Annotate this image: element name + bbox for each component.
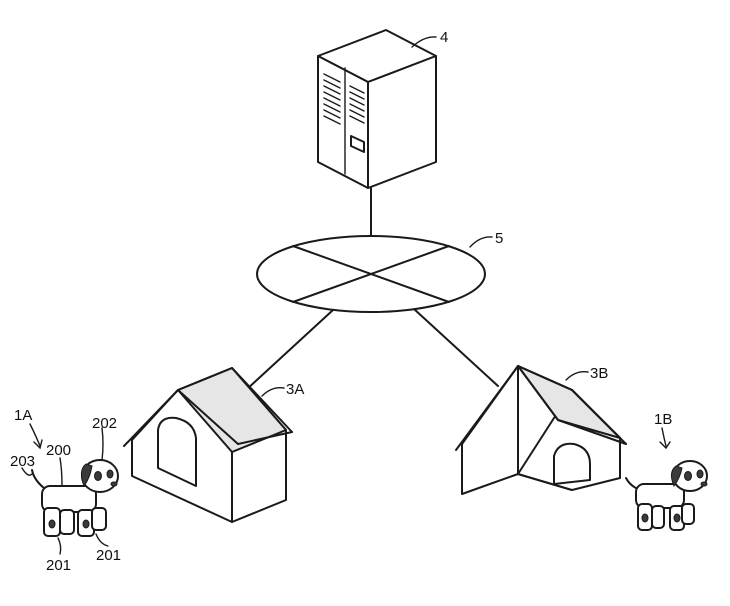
robot-a-tail	[32, 470, 44, 488]
robot-a-tail-label: 203	[10, 453, 35, 470]
doghouse-icon	[456, 366, 626, 494]
robot-a-leg-rear-label: 201	[96, 547, 121, 564]
doghouse-icon	[124, 368, 292, 522]
house-b-label: 3B	[590, 365, 608, 382]
robot-b-arrow	[662, 428, 666, 446]
network-house-b-link	[414, 309, 498, 386]
robot-dog-icon	[626, 461, 707, 530]
network-cloud-icon	[257, 236, 485, 312]
network-house-a-link	[246, 310, 333, 390]
server-icon	[318, 30, 436, 188]
house-a-label: 3A	[286, 381, 304, 398]
network-leader-line	[470, 237, 492, 247]
house-a-leader-line	[262, 388, 284, 396]
robot-a-leg-front-label: 201	[46, 557, 71, 574]
robot-a-head-label: 202	[92, 415, 117, 432]
robot-dog-icon	[32, 460, 118, 536]
robot-a-body-label: 200	[46, 442, 71, 459]
server-label: 4	[440, 29, 448, 46]
network-label: 5	[495, 230, 503, 247]
house-b-leader-line	[566, 372, 588, 380]
robot-b-label: 1B	[654, 411, 672, 428]
robot-a-label: 1A	[14, 407, 32, 424]
